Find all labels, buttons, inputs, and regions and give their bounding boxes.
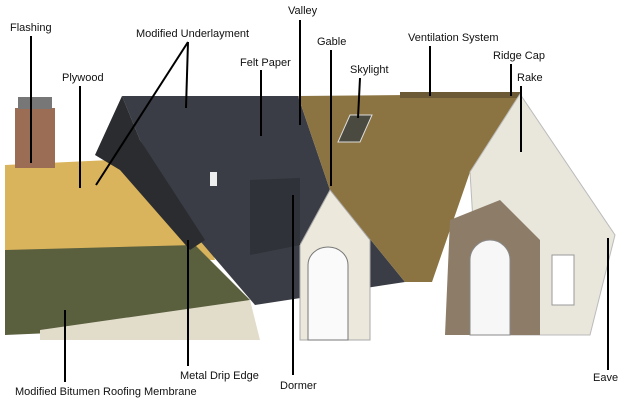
lower-wall <box>40 300 260 340</box>
label-ventilation-system: Ventilation System <box>408 32 499 44</box>
dark-flashing-strip <box>95 96 205 250</box>
label-gable: Gable <box>317 36 347 48</box>
underlayment-line-2 <box>95 41 189 186</box>
label-rake: Rake <box>517 72 543 84</box>
dormer-front-underlayment <box>250 178 300 255</box>
plywood-deck <box>5 130 215 260</box>
dormer-window <box>307 246 349 341</box>
label-modified-bitumen: Modified Bitumen Roofing Membrane <box>15 386 197 398</box>
label-ridge-cap: Ridge Cap <box>493 50 545 62</box>
arched-window <box>469 239 511 336</box>
label-eave: Eave <box>593 372 619 384</box>
vent-pipe <box>210 172 217 186</box>
leader-lines <box>30 20 609 382</box>
label-dormer: Dormer <box>280 380 317 392</box>
skylight <box>337 114 373 143</box>
label-modified-underlayment: Modified Underlayment <box>136 28 250 40</box>
underlayment-line-1 <box>185 41 189 109</box>
label-plywood: Plywood <box>62 72 104 84</box>
chimney <box>15 108 55 168</box>
ridge-cap <box>400 92 520 98</box>
window-right <box>551 254 575 306</box>
skylight-line <box>357 77 361 119</box>
chimney-cap <box>18 97 52 109</box>
label-felt-paper: Felt Paper <box>240 57 291 69</box>
label-flashing: Flashing <box>10 22 52 34</box>
label-valley: Valley <box>288 5 318 17</box>
label-metal-drip-edge: Metal Drip Edge <box>180 370 259 382</box>
label-skylight: Skylight <box>350 64 389 76</box>
